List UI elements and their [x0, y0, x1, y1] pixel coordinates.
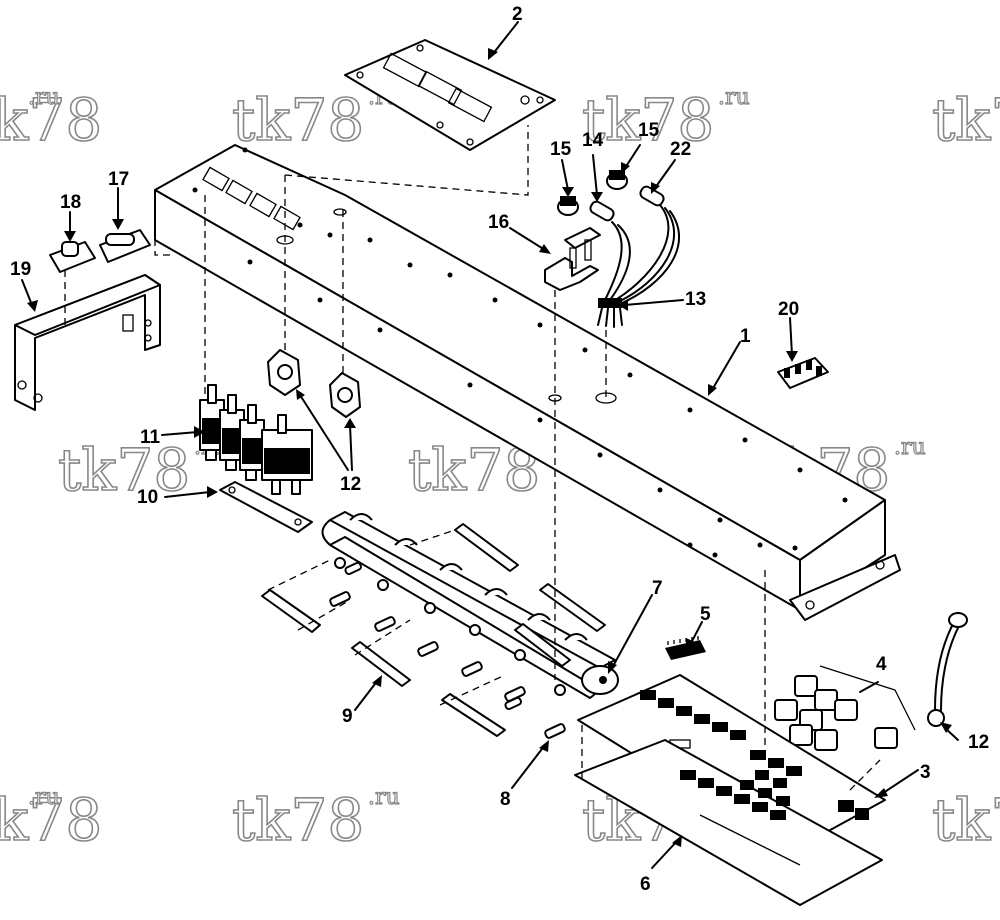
bracket-part: [14, 274, 161, 411]
callout-18: 18: [60, 192, 81, 213]
small-bracket-part: [544, 227, 601, 291]
mounting-strip-part: [219, 481, 313, 533]
watermark-suffix: .ru: [28, 85, 60, 110]
watermark-text: tk78: [932, 786, 1000, 854]
callout-12-cable: 12: [968, 732, 989, 753]
terminal-block-part: [777, 357, 829, 389]
callout-10: 10: [137, 487, 158, 508]
callout-19: 19: [10, 259, 31, 280]
circuit-board-lower-part: [574, 739, 883, 906]
clip-parts: [267, 349, 361, 418]
callout-22: 22: [670, 139, 691, 160]
watermark-text: tk78: [58, 436, 190, 504]
watermark-text: tk78: [0, 786, 102, 854]
callout-1: 1: [740, 326, 751, 347]
callout-20: 20: [778, 299, 799, 320]
hinge-parts: [49, 229, 151, 273]
callout-9: 9: [342, 706, 353, 727]
watermark-text: tk78: [932, 86, 1000, 154]
watermark-text: tk78: [0, 86, 102, 154]
callout-13: 13: [685, 289, 706, 310]
callout-4: 4: [876, 654, 887, 675]
callout-15-left: 15: [550, 139, 572, 160]
callout-5: 5: [700, 604, 711, 625]
watermark-layer: tk78 .ru tk78 .ru tk78 .ru tk78 tk78 .ru…: [0, 84, 1000, 854]
watermark-text: tk78: [232, 86, 364, 154]
watermark-text: tk78: [582, 86, 714, 154]
callout-labels: 2 1 3 4 5 6 7 8 9 10 11 12 12 13 14 15 1…: [10, 4, 989, 895]
watermark-suffix: .ru: [368, 785, 400, 810]
callout-6: 6: [640, 874, 651, 895]
link-parts: [261, 523, 606, 737]
assembly-guide-lines: [64, 125, 881, 791]
callout-arrows: [21, 21, 959, 869]
cover-plate-part: [344, 39, 556, 151]
relay-parts: [774, 665, 916, 751]
wire-harness-parts: [557, 170, 681, 328]
watermark-suffix: .ru: [28, 785, 60, 810]
fuse-parts: [329, 561, 566, 739]
callout-14: 14: [582, 130, 604, 151]
callout-15-right: 15: [638, 120, 660, 141]
callout-2: 2: [512, 4, 523, 25]
bus-bar-part: [321, 511, 619, 699]
watermark-suffix: .ru: [894, 435, 926, 460]
callout-12-clips: 12: [340, 474, 361, 495]
chassis-box-part: [154, 144, 901, 621]
chip-part: [665, 636, 706, 660]
cable-part: [927, 612, 968, 727]
watermark-text: tk78: [232, 786, 364, 854]
callout-11: 11: [140, 427, 161, 448]
callout-16: 16: [488, 212, 509, 233]
circuit-breaker-parts: [199, 384, 313, 495]
callout-3: 3: [920, 762, 931, 783]
callout-8: 8: [500, 789, 511, 810]
callout-7: 7: [652, 578, 663, 599]
watermark-suffix: .ru: [718, 85, 750, 110]
callout-17: 17: [108, 169, 129, 190]
